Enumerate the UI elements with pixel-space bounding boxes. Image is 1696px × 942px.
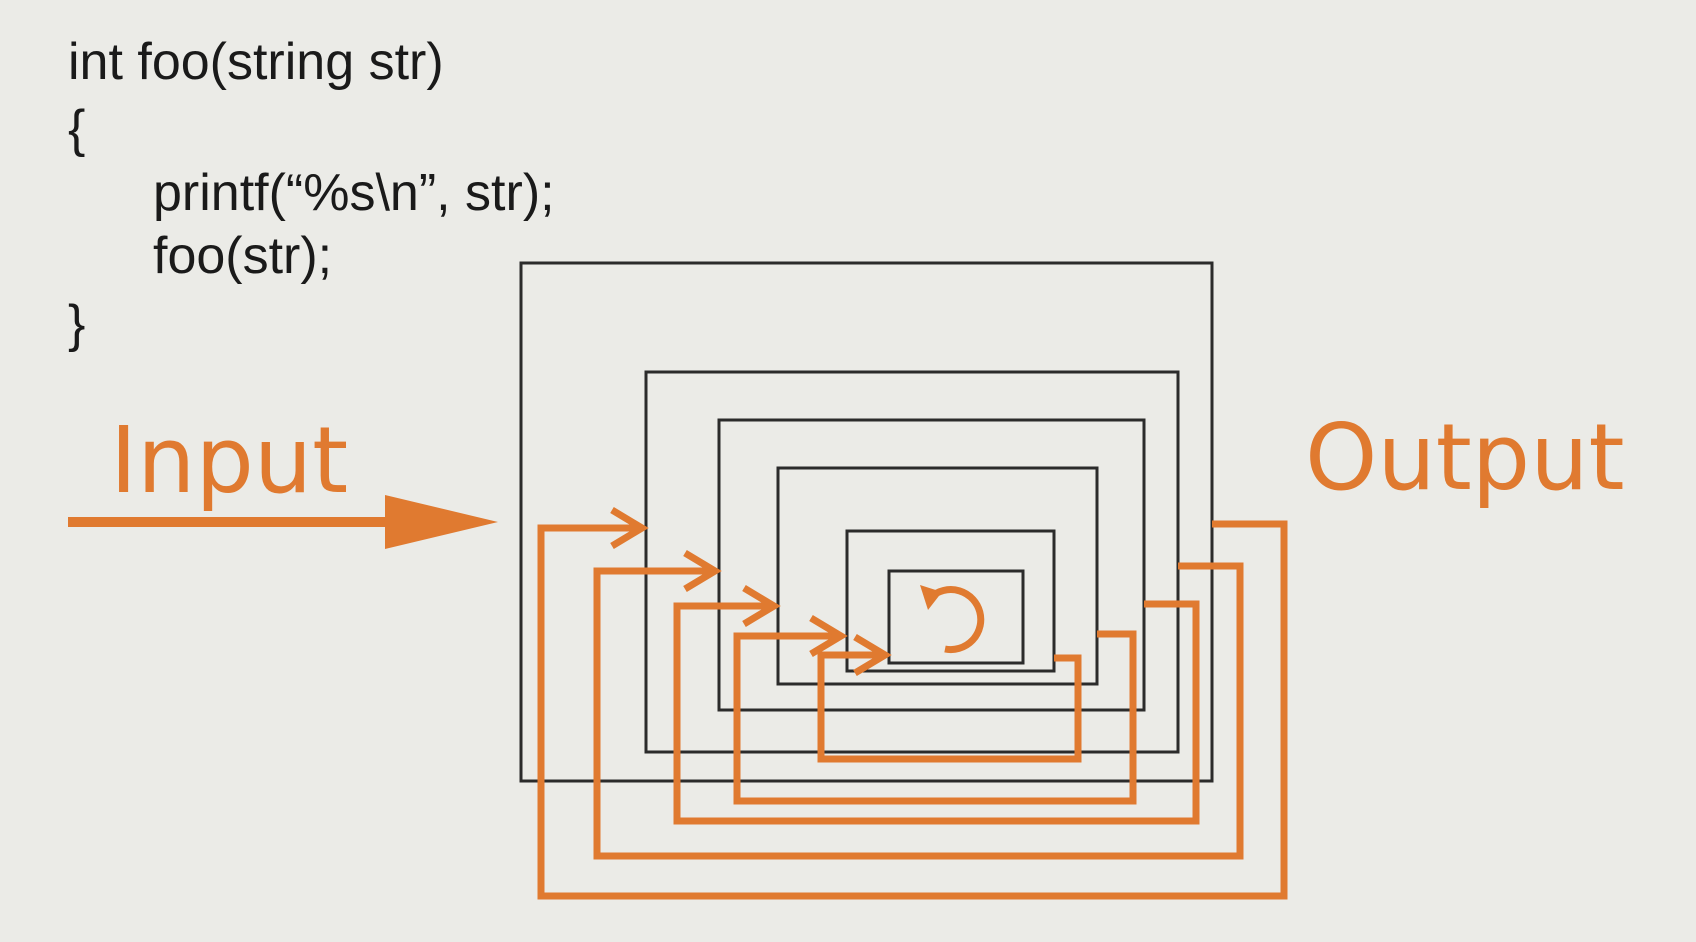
code-line-open-brace: { [68, 100, 86, 158]
nested-frames [519, 261, 1214, 783]
loop-level-4-arrowhead [809, 614, 848, 658]
loop-level-1 [537, 520, 1288, 900]
output-label: Output [1305, 404, 1625, 511]
loop-level-3 [673, 600, 1200, 825]
code-line-signature: int foo(string str) [68, 33, 444, 91]
loop-level-5 [817, 651, 1082, 763]
code-line-recursive-call: foo(str); [153, 227, 333, 285]
loop-level-5-arrowhead [853, 633, 892, 677]
loop-level-4 [733, 630, 1137, 805]
frame-level-6 [887, 569, 1025, 665]
call-return-loops [537, 506, 1288, 900]
loop-level-1-arrowhead [610, 506, 649, 550]
loop-level-2 [593, 562, 1244, 860]
code-line-close-brace: } [68, 295, 86, 353]
frame-level-3 [717, 418, 1146, 712]
code-line-printf: printf(“%s\n”, str); [153, 164, 555, 222]
frame-level-4 [776, 466, 1099, 686]
refresh-icon [920, 585, 985, 654]
loop-level-3-arrowhead [742, 584, 781, 628]
input-arrow [68, 495, 498, 549]
frame-level-1 [519, 261, 1214, 783]
input-label: Input [110, 407, 349, 514]
loop-level-2-arrowhead [683, 549, 722, 593]
frame-level-5 [845, 529, 1056, 673]
frame-level-2 [644, 370, 1180, 754]
